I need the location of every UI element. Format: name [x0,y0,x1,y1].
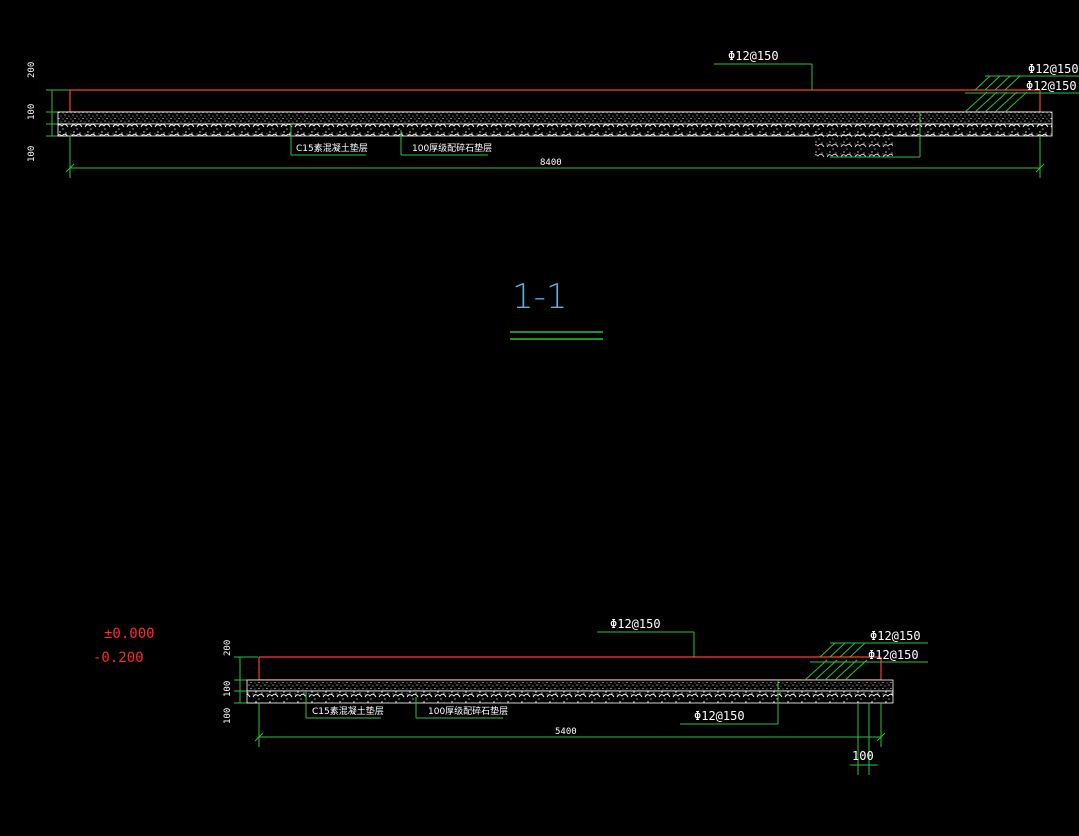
section2-elevation-top: ±0.000 [104,626,155,642]
section1-title: 1-1 [512,277,568,317]
section2-rebar-bottom-label: Φ12@150 [694,709,745,723]
section2-elevation-bottom: -0.200 [93,650,144,666]
section2-dim-100a: 100 [223,681,233,697]
section2-dim-200: 200 [223,640,233,656]
section1-length-label: 8400 [540,158,562,168]
section2-layer-callouts: C15素混凝土垫层 100厚级配碎石垫层 Φ12@150 [305,680,779,725]
section1-rebar-top-callout: Φ12@150 [714,49,813,90]
section2-c15-layer [246,679,894,692]
section2-rebar-top-label: Φ12@150 [610,617,661,631]
section2-dim-100-small: 100 [850,703,878,775]
section1-right-hatch: Φ12@150 Φ12@150 [964,62,1079,113]
section1-rebar-right-label-1: Φ12@150 [1028,62,1079,76]
section1-dim-100a: 100 [27,104,37,120]
section1-slab [69,89,1041,113]
section1-layer-callouts: C15素混凝土垫层 100厚级配碎石垫层 [290,112,921,158]
section1-dim-100b: 100 [27,146,37,162]
section1-dim-200: 200 [27,62,37,78]
section1-gravel-label: 100厚级配碎石垫层 [412,142,492,154]
section2-gravel-layer [246,690,894,704]
section2-dim-100b: 100 [223,708,233,724]
section2-c15-label: C15素混凝土垫层 [312,705,384,717]
section2-length-label: 5400 [555,727,577,737]
section2-dim-100c: 100 [852,749,874,763]
section2-rebar-top-callout: Φ12@150 [597,617,695,657]
section-2-2: ±0.000 -0.200 200 100 100 Φ12@150 [93,617,928,775]
section2-slab [258,656,882,681]
section1-rebar-top-label: Φ12@150 [728,49,779,63]
section2-rebar-right-label-1: Φ12@150 [870,629,921,643]
section2-right-hatch: Φ12@150 Φ12@150 [804,629,928,681]
section1-length-dimension: 8400 [65,136,1045,178]
section1-c15-label: C15素混凝土垫层 [296,142,368,154]
section-1-1: 200 100 100 Φ12@150 [27,49,1079,340]
section1-gravel-detail [815,136,893,158]
section2-length-dimension: 5400 [254,703,886,747]
section1-c15-layer [57,111,1053,125]
section1-rebar-right-label-2: Φ12@150 [1026,79,1077,93]
section2-rebar-right-label-2: Φ12@150 [868,648,919,662]
section1-gravel-layer [57,123,1053,137]
section2-gravel-label: 100厚级配碎石垫层 [428,705,508,717]
